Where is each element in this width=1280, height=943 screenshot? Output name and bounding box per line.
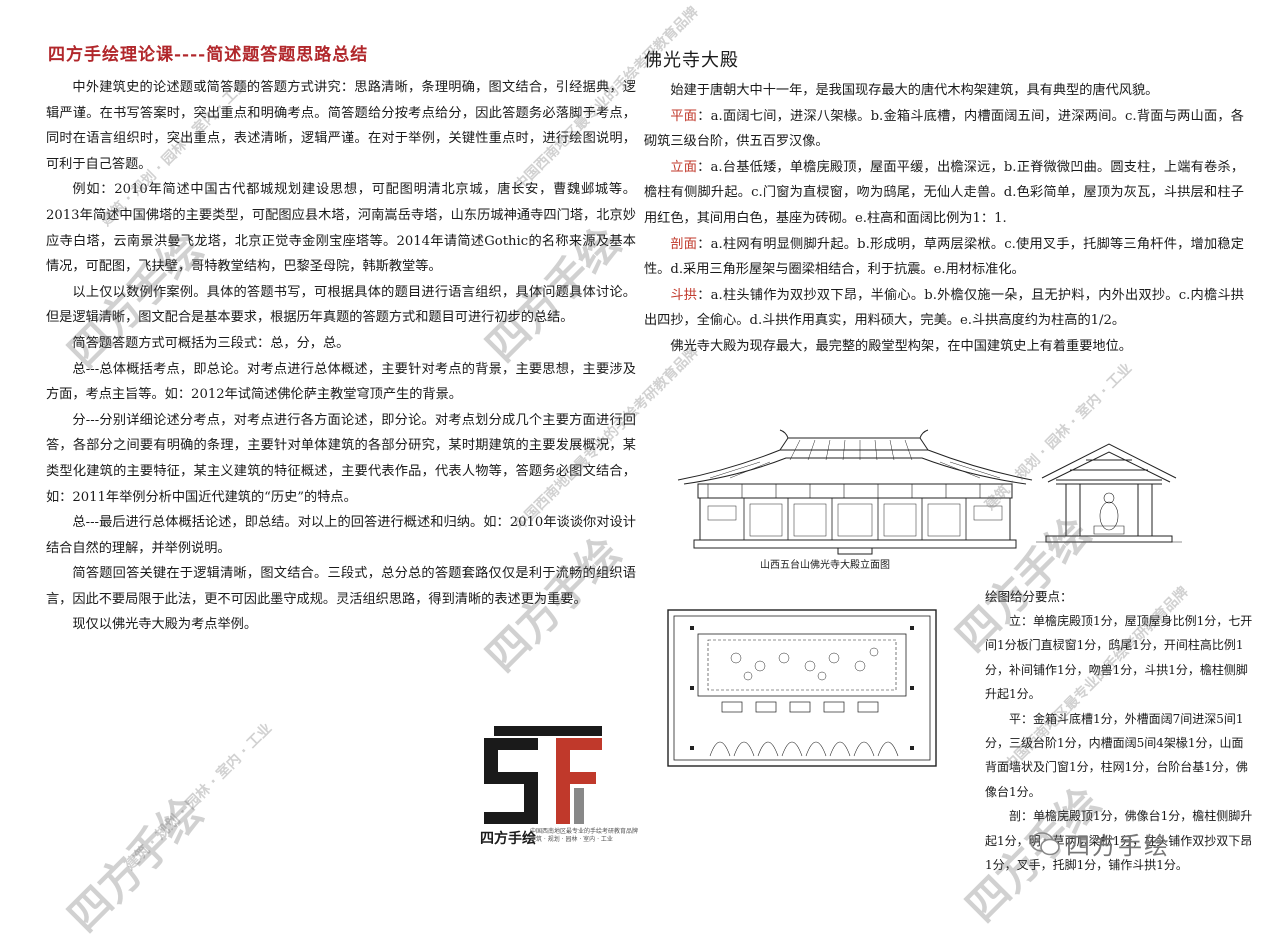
- left-paragraph: 简答题答题方式可概括为三段式：总，分，总。: [72, 335, 350, 351]
- item-text: ：a.柱头铺作为双抄双下昂，半偷心。b.外檐仅施一朵，且无护料，内外出双抄。c.…: [644, 287, 1244, 329]
- wechat-account-name: 四方手绘: [1066, 832, 1170, 860]
- right-intro: 始建于唐朝大中十一年，是我国现存最大的唐代木构架建筑，具有典型的唐代风貌。: [670, 83, 1159, 98]
- logo-name: 四方手绘: [480, 831, 536, 847]
- right-item: 平面：a.面阔七间，进深八架椽。b.金箱斗底槽，内槽面阔五间，进深两间。c.背面…: [644, 104, 1244, 155]
- figure-row: 山西五台山佛光寺大殿立面图: [664, 418, 1184, 588]
- note-plan: 平：金箱斗底槽1分，外槽面阔7间进深5间1分，三级台阶1分，内槽面阔5间4架椽1…: [985, 711, 1248, 799]
- left-paragraph: 总---最后进行总体概括论述，即总结。对以上的回答进行概述和归纳。如：2010年…: [46, 515, 636, 556]
- logo-tagline: 中国西南地区最专业的手绘考研教育品牌 建筑 · 规划 · 园林 · 室内 · 工…: [530, 828, 640, 844]
- grading-notes: 绘图给分要点： 立：单檐庑殿顶1分，屋顶屋身比例1分，七开间1分板门直棂窗1分，…: [985, 586, 1255, 877]
- watermark-tagline: 建筑 · 规划 · 园林 · 室内 · 工业: [122, 720, 276, 874]
- item-text: ：a.台基低矮，单檐庑殿顶，屋面平缓，出檐深远，b.正脊微微凹曲。圆支柱，上端有…: [644, 159, 1245, 226]
- right-item: 剖面：a.柱网有明显侧脚升起。b.形成明，草两层梁栿。c.使用叉手，托脚等三角杆…: [644, 232, 1244, 283]
- figure-caption: 山西五台山佛光寺大殿立面图: [760, 560, 890, 571]
- left-paragraph: 以上仅以数例作案例。具体的答题书写，可根据具体的题目进行语言组织，具体问题具体讨…: [46, 284, 636, 326]
- left-paragraph: 简答题回答关键在于逻辑清晰，图文结合。三段式，总分总的答题套路仅仅是利于流畅的组…: [46, 566, 636, 607]
- logo-tagline-line1: 中国西南地区最专业的手绘考研教育品牌: [530, 828, 639, 835]
- left-title: 四方手绘理论课----简述题答题思路总结: [48, 45, 369, 65]
- section-drawing: [1036, 443, 1182, 543]
- item-text: ：a.柱网有明显侧脚升起。b.形成明，草两层梁栿。c.使用叉手，托脚等三角杆件，…: [644, 236, 1244, 278]
- item-label: 剖面: [670, 236, 698, 252]
- left-paragraph: 中外建筑史的论述题或简答题的答题方式讲究：思路清晰，条理明确，图文结合，引经据典…: [46, 80, 636, 172]
- note-elevation: 立：单檐庑殿顶1分，屋顶屋身比例1分，七开间1分板门直棂窗1分，鸱尾1分，开间柱…: [985, 614, 1253, 702]
- page: 四方手绘理论课----简述题答题思路总结 中外建筑史的论述题或简答题的答题方式讲…: [46, 4, 1255, 941]
- plan-drawing: [667, 609, 937, 767]
- wechat-badge: 四方手绘: [1030, 826, 1170, 861]
- elevation-drawing: [677, 429, 1033, 555]
- right-conclusion: 佛光寺大殿为现存最大，最完整的殿堂型构架，在中国建筑史上有着重要地位。: [670, 338, 1132, 354]
- right-column: 佛光寺大殿 始建于唐朝大中十一年，是我国现存最大的唐代木构架建筑，具有典型的唐代…: [644, 40, 1244, 360]
- right-item: 立面：a.台基低矮，单檐庑殿顶，屋面平缓，出檐深远，b.正脊微微凹曲。圆支柱，上…: [644, 155, 1244, 232]
- right-title: 佛光寺大殿: [644, 50, 739, 71]
- item-label: 立面: [670, 159, 698, 175]
- left-paragraph: 分---分别详细论述分考点，对考点进行各方面论述，即分论。对考点划分成几个主要方…: [46, 412, 636, 505]
- left-paragraph: 总---总体概括考点，即总论。对考点进行总体概述，主要针对考点的背景，主要思想，…: [46, 361, 636, 403]
- sf-logo: [484, 726, 602, 824]
- notes-title: 绘图给分要点：: [985, 589, 1073, 604]
- left-column: 四方手绘理论课----简述题答题思路总结 中外建筑史的论述题或简答题的答题方式讲…: [46, 40, 636, 638]
- left-paragraph: 例如：2010年简述中国古代都城规划建设思想，可配图明清北京城，唐长安，曹魏邺城…: [46, 182, 636, 275]
- wechat-icon: [1030, 831, 1060, 855]
- right-item: 斗拱：a.柱头铺作为双抄双下昂，半偷心。b.外檐仅施一朵，且无护料，内外出双抄。…: [644, 283, 1244, 334]
- item-label: 斗拱: [670, 287, 698, 303]
- item-label: 平面: [670, 108, 698, 124]
- logo-tagline-line2: 建筑 · 规划 · 园林 · 室内 · 工业: [530, 836, 613, 843]
- item-text: ：a.面阔七间，进深八架椽。b.金箱斗底槽，内槽面阔五间，进深两间。c.背面与两…: [644, 108, 1244, 150]
- left-paragraph: 现仅以佛光寺大殿为考点举例。: [72, 617, 258, 633]
- watermark: 四方手绘: [58, 787, 212, 942]
